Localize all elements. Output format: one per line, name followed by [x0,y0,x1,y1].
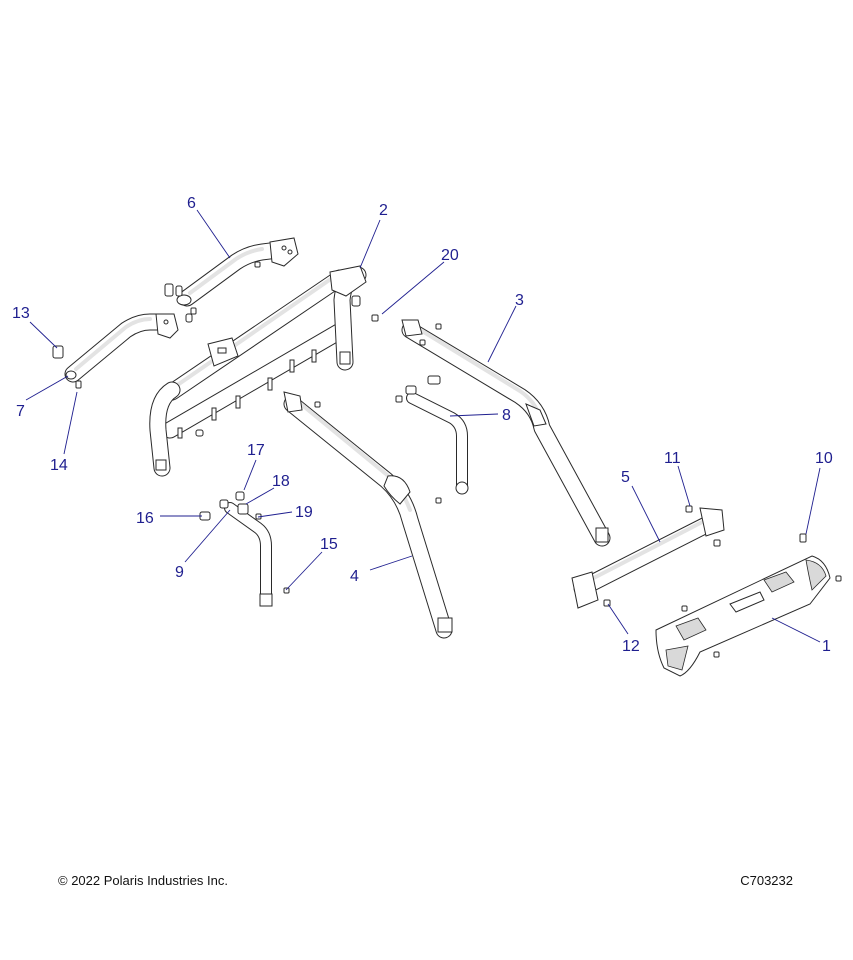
part-8-bar [395,375,469,504]
callout-15: 15 [320,536,338,553]
callout-4: 4 [350,568,359,585]
callout-14: 14 [50,457,68,474]
callout-9: 9 [175,564,184,581]
part-6-bar [176,237,299,307]
callout-labels: 1 2 3 4 5 6 7 8 9 10 11 12 13 14 15 16 1… [12,195,833,655]
part-20-nut [371,314,379,322]
part-4-brace [283,391,453,639]
callout-6: 6 [187,195,196,212]
callout-17: 17 [247,442,265,459]
hardware-group-upper-left [52,261,261,389]
part-1-panel [655,533,842,677]
callout-12: 12 [622,638,640,655]
callout-19: 19 [295,504,313,521]
callout-10: 10 [815,450,833,467]
part-5-crossbar [571,505,725,609]
callout-16: 16 [136,510,154,527]
part-7-bar [64,313,179,383]
callout-2: 2 [379,202,388,219]
part-9-bar [199,491,290,607]
diagram-id: C703232 [740,873,793,888]
callout-1: 1 [822,638,831,655]
callout-8: 8 [502,407,511,424]
callout-5: 5 [621,469,630,486]
callout-11: 11 [664,450,681,467]
callout-13: 13 [12,305,30,322]
leader-lines [25,209,821,643]
part-3-brace [401,319,611,547]
callout-3: 3 [515,292,524,309]
part-2-cage [149,265,367,477]
copyright-text: © 2022 Polaris Industries Inc. [58,873,228,888]
callout-18: 18 [272,473,290,490]
callout-20: 20 [441,247,459,264]
callout-7: 7 [16,403,25,420]
